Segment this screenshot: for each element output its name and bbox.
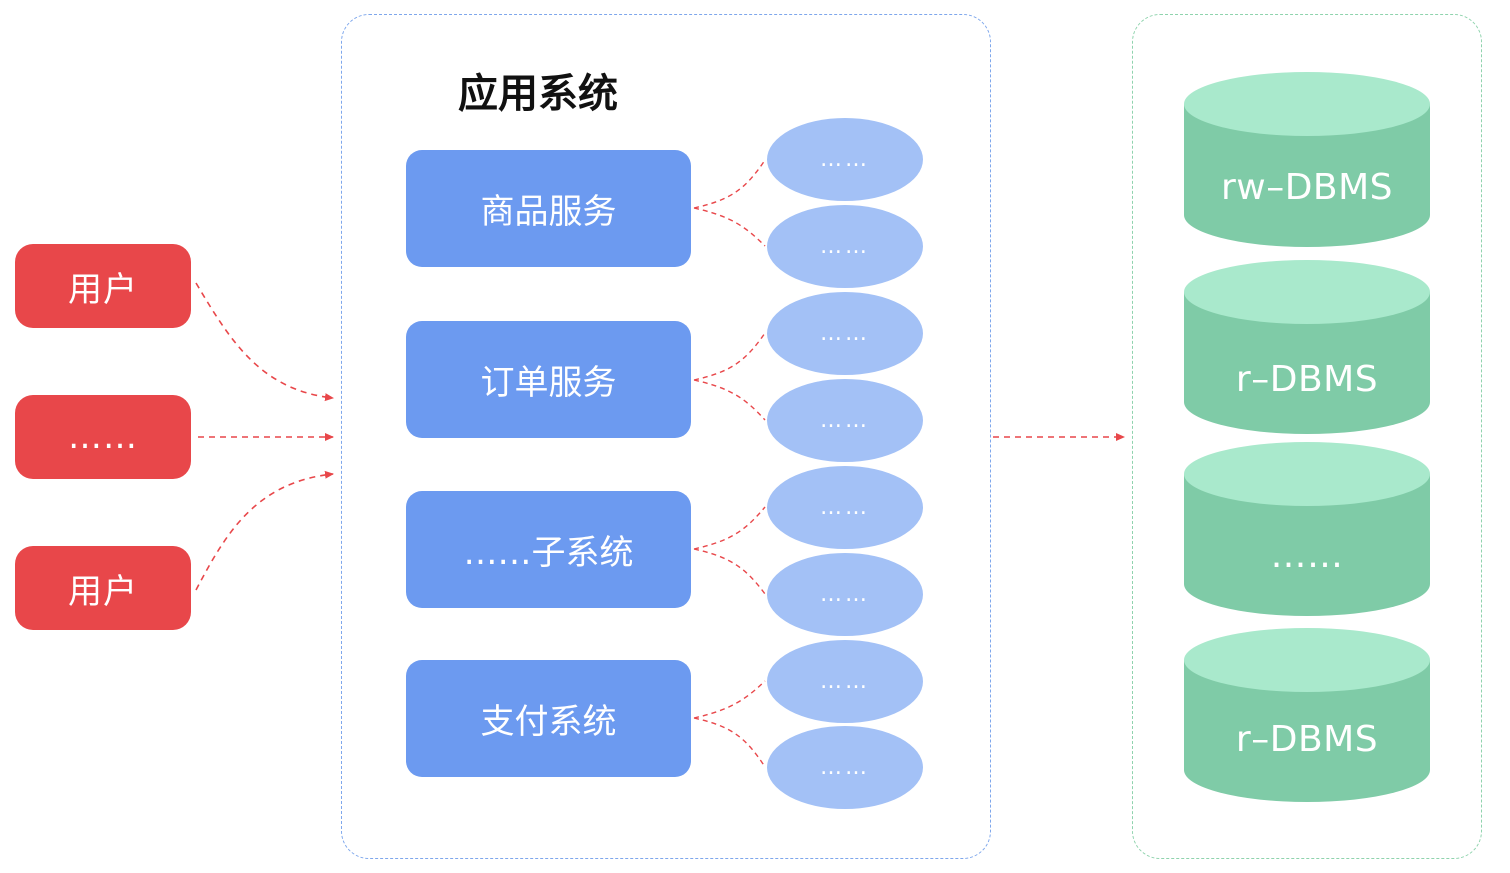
worker-label: …… — [820, 582, 870, 607]
service-link — [693, 159, 766, 209]
service-link — [693, 506, 766, 550]
worker-node: …… — [767, 379, 923, 462]
service-box: 商品服务 — [406, 150, 691, 267]
app-system-title: 应用系统 — [458, 71, 618, 117]
db-cylinder — [1184, 72, 1430, 247]
database-group — [1132, 14, 1482, 859]
service-box: ……子系统 — [406, 491, 691, 608]
service-link — [693, 548, 766, 595]
service-box: 订单服务 — [406, 321, 691, 438]
connector-arrow — [195, 282, 334, 402]
service-label: 商品服务 — [480, 192, 617, 232]
db-label: …… — [1270, 534, 1344, 576]
db-label: rw–DBMS — [1220, 166, 1394, 208]
service-label: 支付系统 — [480, 702, 617, 742]
worker-label: …… — [820, 147, 870, 172]
service-link — [693, 717, 766, 768]
db-cylinder — [1184, 628, 1430, 802]
service-link — [693, 680, 766, 719]
user-box: 用户 — [15, 244, 191, 328]
service-link — [693, 379, 766, 421]
user-label: 用户 — [68, 571, 138, 612]
user-box: …… — [15, 395, 191, 479]
db-cylinder — [1184, 260, 1430, 434]
worker-label: …… — [820, 669, 870, 694]
connector-arrow — [195, 470, 334, 591]
user-box: 用户 — [15, 546, 191, 630]
worker-label: …… — [820, 408, 870, 433]
worker-label: …… — [820, 321, 870, 346]
user-label: 用户 — [68, 269, 138, 310]
worker-node: …… — [767, 553, 923, 636]
worker-label: …… — [820, 495, 870, 520]
service-box: 支付系统 — [406, 660, 691, 777]
worker-node: …… — [767, 205, 923, 288]
app-system-group — [341, 14, 991, 859]
db-label: r–DBMS — [1235, 358, 1379, 400]
worker-label: …… — [820, 234, 870, 259]
worker-node: …… — [767, 118, 923, 201]
service-label: 订单服务 — [480, 363, 617, 403]
db-cylinder — [1184, 442, 1430, 616]
db-label: r–DBMS — [1235, 718, 1379, 760]
service-label: ……子系统 — [463, 533, 634, 573]
worker-node: …… — [767, 640, 923, 723]
worker-node: …… — [767, 726, 923, 809]
service-link — [693, 332, 766, 381]
worker-node: …… — [767, 466, 923, 549]
worker-node: …… — [767, 292, 923, 375]
user-label: …… — [68, 417, 138, 457]
worker-label: …… — [820, 755, 870, 780]
service-link — [693, 207, 766, 247]
